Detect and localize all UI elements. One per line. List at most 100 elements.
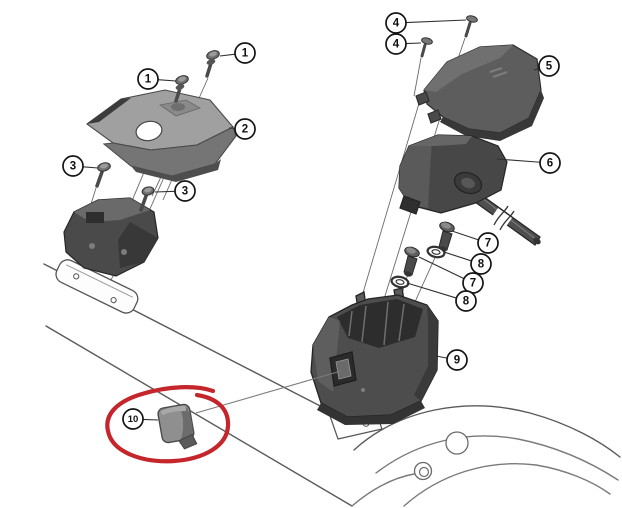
callout-balloon — [538, 55, 560, 77]
callout-balloon — [385, 33, 407, 55]
shaft-break-mark-a — [493, 205, 509, 226]
callout-number: 5 — [546, 61, 553, 73]
callout-balloon — [455, 290, 477, 312]
callout-number: 6 — [547, 158, 553, 170]
callout-balloon — [477, 232, 499, 254]
bolt-7a-icon — [438, 221, 455, 252]
callout-5: 5 — [533, 55, 560, 77]
callout-leader-line — [533, 68, 540, 71]
bike-frame — [43, 263, 621, 507]
callout-8: 8 — [443, 251, 492, 275]
part-cap-10 — [157, 403, 198, 450]
part-motor-6 — [398, 134, 541, 246]
callout-balloon — [62, 155, 84, 177]
callout-number: 8 — [478, 259, 485, 271]
callout-1: 1 — [137, 68, 177, 90]
callout-number: 4 — [393, 18, 400, 30]
callout-balloon — [539, 152, 561, 174]
cover5-tab-a — [415, 91, 430, 106]
screw-1a-icon — [205, 50, 220, 78]
bb-curve-mid — [375, 435, 619, 481]
screw-3b-icon — [139, 186, 155, 212]
cover5-logo-emboss — [489, 67, 508, 78]
callout-leader-line — [157, 79, 177, 82]
unit-boss-a — [89, 243, 95, 249]
bracket-hole-right — [110, 297, 117, 304]
callout-1: 1 — [219, 42, 256, 64]
callout-6: 6 — [496, 152, 561, 174]
callout-leader-line — [405, 19, 467, 24]
callout-4: 4 — [385, 12, 467, 34]
callout-leader-line — [435, 355, 448, 359]
callout-number: 1 — [145, 74, 152, 86]
frame-grommet-inner — [418, 466, 430, 478]
bracket-hole-left — [73, 273, 80, 280]
callout-leader-line — [418, 256, 465, 280]
callout-balloon — [234, 42, 256, 64]
part-cover-2 — [86, 89, 237, 182]
callout-number: 3 — [182, 186, 188, 198]
shaft-break-mark-b — [499, 210, 515, 231]
callout-leader-line — [82, 166, 99, 169]
down-tube-bottom-edge — [45, 325, 353, 507]
frame-bracket-left — [55, 259, 139, 314]
frame-port-hole — [445, 431, 469, 455]
screw-3a-icon — [95, 162, 111, 188]
cover2-hole — [135, 120, 163, 142]
screw-4a-icon — [464, 15, 478, 38]
callout-4: 4 — [385, 33, 422, 55]
callout-number: 3 — [70, 161, 76, 173]
callout-leader-line — [496, 158, 541, 163]
screw-1b-icon — [174, 75, 189, 103]
callout-7: 7 — [451, 230, 499, 254]
callout-leader-line — [154, 190, 176, 193]
part-housing-9 — [310, 287, 439, 425]
callout-number: 4 — [393, 39, 400, 51]
callout-leader-line — [142, 418, 159, 421]
cover5-tab-b — [427, 109, 442, 124]
callout-balloon — [122, 408, 144, 430]
callout-10: 10 — [122, 408, 159, 430]
part-cover-5 — [415, 44, 544, 141]
callout-7: 7 — [418, 256, 484, 294]
callout-leader-line — [219, 53, 236, 57]
callout-balloon — [234, 118, 256, 140]
screw-4b-icon — [420, 37, 433, 58]
callout-number: 2 — [242, 124, 248, 136]
callout-2: 2 — [228, 118, 256, 140]
callout-leader-line — [451, 230, 479, 241]
bb-curve-lower — [403, 463, 611, 507]
motor6-connector — [399, 195, 421, 215]
callout-balloon — [446, 349, 468, 371]
shaft-break-gap — [491, 208, 512, 228]
unit-boss-b — [121, 249, 127, 255]
guide-screw4b — [413, 57, 422, 97]
callout-number: 8 — [463, 296, 470, 308]
callout-balloon — [137, 68, 159, 90]
left-motor-unit — [63, 197, 159, 277]
callout-3: 3 — [62, 155, 99, 177]
callout-leader-line — [443, 251, 472, 262]
bolt-7b-icon — [403, 246, 420, 277]
o-ring-8a-icon — [426, 245, 446, 259]
callout-leader-line — [405, 42, 422, 45]
callout-leader-line — [406, 282, 457, 299]
housing9-port — [335, 358, 352, 380]
callout-balloon — [470, 253, 492, 275]
callout-number: 10 — [128, 414, 139, 425]
callout-8: 8 — [406, 282, 477, 312]
bb-curve-left — [351, 473, 415, 507]
highlight-ellipse — [105, 385, 231, 464]
callout-number: 1 — [242, 48, 249, 60]
callout-9: 9 — [435, 349, 468, 371]
callout-balloon — [174, 180, 196, 202]
bb-curve-outer — [353, 405, 621, 458]
callout-number: 9 — [454, 355, 460, 367]
cap10-foot — [178, 433, 198, 450]
callout-number: 7 — [470, 278, 476, 290]
callout-balloon — [385, 12, 407, 34]
callout-number: 7 — [485, 238, 491, 250]
